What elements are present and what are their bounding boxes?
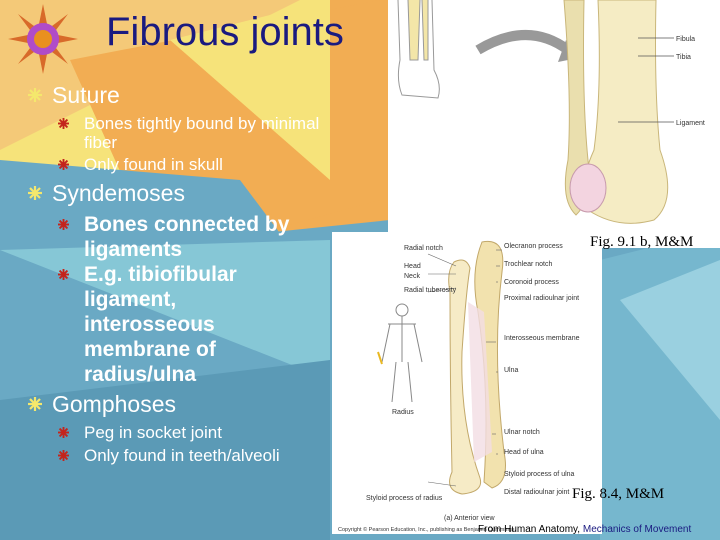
radius-ulna-figure: Radial notch Head Neck Radial tuberosity… — [332, 232, 602, 534]
radius-bone — [448, 259, 482, 495]
sub-bullet: E.g. tibiofibular ligament, interosseous… — [28, 262, 274, 387]
curved-arrow-icon — [475, 30, 571, 55]
footer-source-title: From Human Anatomy, — [478, 524, 581, 535]
bullet-suture: Suture — [28, 82, 328, 109]
sub-bullet: Peg in socket joint — [28, 423, 328, 442]
label-radial-notch: Radial notch — [404, 245, 443, 252]
label-styloid-ulna: Styloid process of ulna — [504, 471, 575, 478]
caption-fig-9-1b: Fig. 9.1 b, M&M — [590, 234, 694, 250]
asterisk-bullet-icon — [28, 397, 42, 411]
label-proximal-ru-joint: Proximal radioulnar joint — [504, 295, 579, 302]
label-interosseous: Interosseous membrane — [504, 335, 580, 342]
ligament-shape — [569, 163, 607, 213]
label-ulna: Ulna — [504, 367, 519, 374]
asterisk-bullet-icon — [58, 269, 69, 280]
label-neck: Neck — [404, 273, 420, 280]
asterisk-bullet-icon — [28, 88, 42, 102]
bullet-gomphoses: Gomphoses — [28, 391, 328, 418]
interosseous-membrane — [468, 302, 492, 462]
label-head: Head — [404, 263, 421, 270]
footer-source-subtitle: Mechanics of Movement — [582, 524, 692, 535]
label-ulnar-notch: Ulnar notch — [504, 429, 540, 436]
label-head-of-ulna: Head of ulna — [504, 449, 544, 456]
skeleton-thumbnail — [377, 303, 423, 403]
asterisk-bullet-icon — [58, 427, 69, 438]
fibula-bone — [563, 0, 590, 216]
label-trochlear-notch: Trochlear notch — [504, 261, 552, 268]
source-footer: From Human Anatomy, Mechanics of Movemen… — [478, 524, 691, 535]
sub-bullet: Only found in teeth/alveoli — [28, 446, 328, 465]
caption-fig-8-4: Fig. 8.4, M&M — [572, 486, 665, 502]
asterisk-bullet-icon — [58, 450, 69, 461]
label-distal-ru-joint: Distal radioulnar joint — [504, 489, 569, 496]
asterisk-bullet-icon — [58, 159, 69, 170]
label-anterior-view: (a) Anterior view — [444, 515, 496, 522]
asterisk-bullet-icon — [28, 186, 42, 200]
sub-bullet: Only found in skull — [28, 155, 328, 174]
tibiofibular-figure: Fibula Tibia Ligament — [388, 0, 720, 248]
label-tibia: Tibia — [676, 54, 691, 61]
copyright-text: Copyright © Pearson Education, Inc., pub… — [338, 526, 516, 533]
bullet-syndemoses: Syndemoses — [28, 180, 328, 207]
label-olecranon: Olecranon process — [504, 243, 563, 250]
label-ligament: Ligament — [676, 120, 705, 127]
leg-outline-illustration — [397, 0, 440, 99]
label-radius: Radius — [392, 409, 414, 416]
label-fibula: Fibula — [676, 36, 695, 43]
asterisk-bullet-icon — [58, 219, 69, 230]
bullet-list: Suture Bones tightly bound by minimal fi… — [28, 82, 328, 465]
label-styloid-radius: Styloid process of radius — [366, 495, 443, 502]
sub-bullet: Bones connected by ligaments — [28, 212, 328, 262]
sub-bullet: Bones tightly bound by minimal fiber — [28, 114, 328, 152]
sun-logo-icon — [8, 4, 78, 74]
slide-title: Fibrous joints — [106, 10, 344, 54]
label-radial-tuberosity: Radial tuberosity — [404, 287, 457, 294]
asterisk-bullet-icon — [58, 118, 69, 129]
label-coronoid: Coronoid process — [504, 279, 559, 286]
